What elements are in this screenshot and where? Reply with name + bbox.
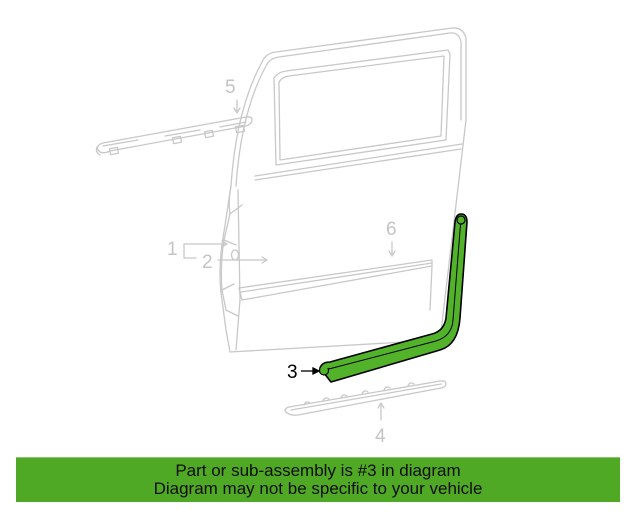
- banner-disclaimer-line: Diagram may not be specific to your vehi…: [153, 479, 483, 498]
- callout-4[interactable]: 4: [375, 426, 386, 447]
- banner-part-line: Part or sub-assembly is #3 in diagram: [175, 461, 461, 480]
- callout-6[interactable]: 6: [386, 219, 397, 240]
- callout-3[interactable]: 3: [287, 362, 298, 383]
- leader-lines: [183, 99, 396, 421]
- part-5-strip: [95, 116, 253, 156]
- part-4-strip: [284, 380, 447, 416]
- door-shell: [219, 27, 467, 353]
- part-3-leader: [301, 366, 321, 376]
- callout-2[interactable]: 2: [202, 252, 213, 273]
- callout-1[interactable]: 1: [167, 239, 178, 260]
- callout-5[interactable]: 5: [225, 77, 236, 98]
- part-3-weatherstrip[interactable]: [318, 213, 468, 383]
- info-banner: Part or sub-assembly is #3 in diagram Di…: [16, 457, 620, 502]
